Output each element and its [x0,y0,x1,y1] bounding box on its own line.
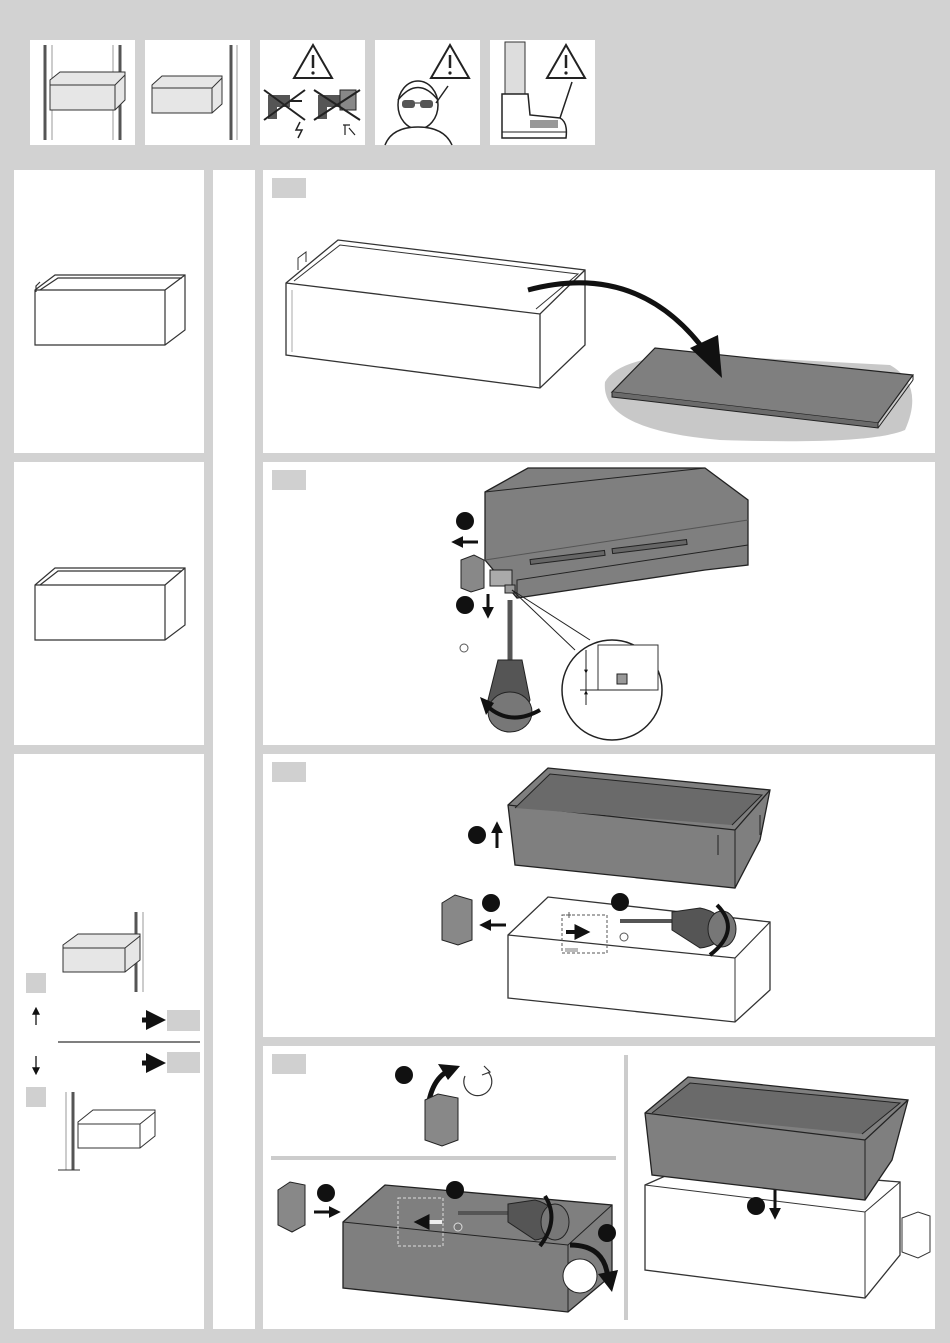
step-bullet [598,1224,616,1242]
step-bullet [611,893,629,911]
step-badge [26,973,46,993]
step-badge [167,1010,200,1031]
step-bullet [482,894,500,912]
step-bullet [456,596,474,614]
remove-box-step [263,170,935,453]
box-thumbnail-1 [35,275,185,345]
step-badge [272,1054,306,1074]
shelf-with-box-icon [30,40,135,145]
box-thumbnail-2 [35,568,185,640]
middle-strip [213,170,255,1329]
step-bullet [317,1184,335,1202]
step-bullet [395,1066,413,1084]
safety-boot-warning-icon [490,40,595,145]
reassemble-step [263,1046,935,1329]
step-bullet [747,1197,765,1215]
step-bullet [456,512,474,530]
step-bullet [468,826,486,844]
step-badge [26,1087,46,1107]
lift-out-insert-step [263,754,935,1037]
unscrew-bracket-step [263,462,935,745]
step-badge [167,1052,200,1073]
step-badge [272,762,306,782]
shelf-removed-box-icon [145,40,250,145]
step-badge [272,470,306,490]
step-badge [272,178,306,198]
header-icon-row [30,40,595,145]
no-electric-drill-warning-icon [260,40,365,145]
safety-glasses-warning-icon [375,40,480,145]
step-bullet [446,1181,464,1199]
